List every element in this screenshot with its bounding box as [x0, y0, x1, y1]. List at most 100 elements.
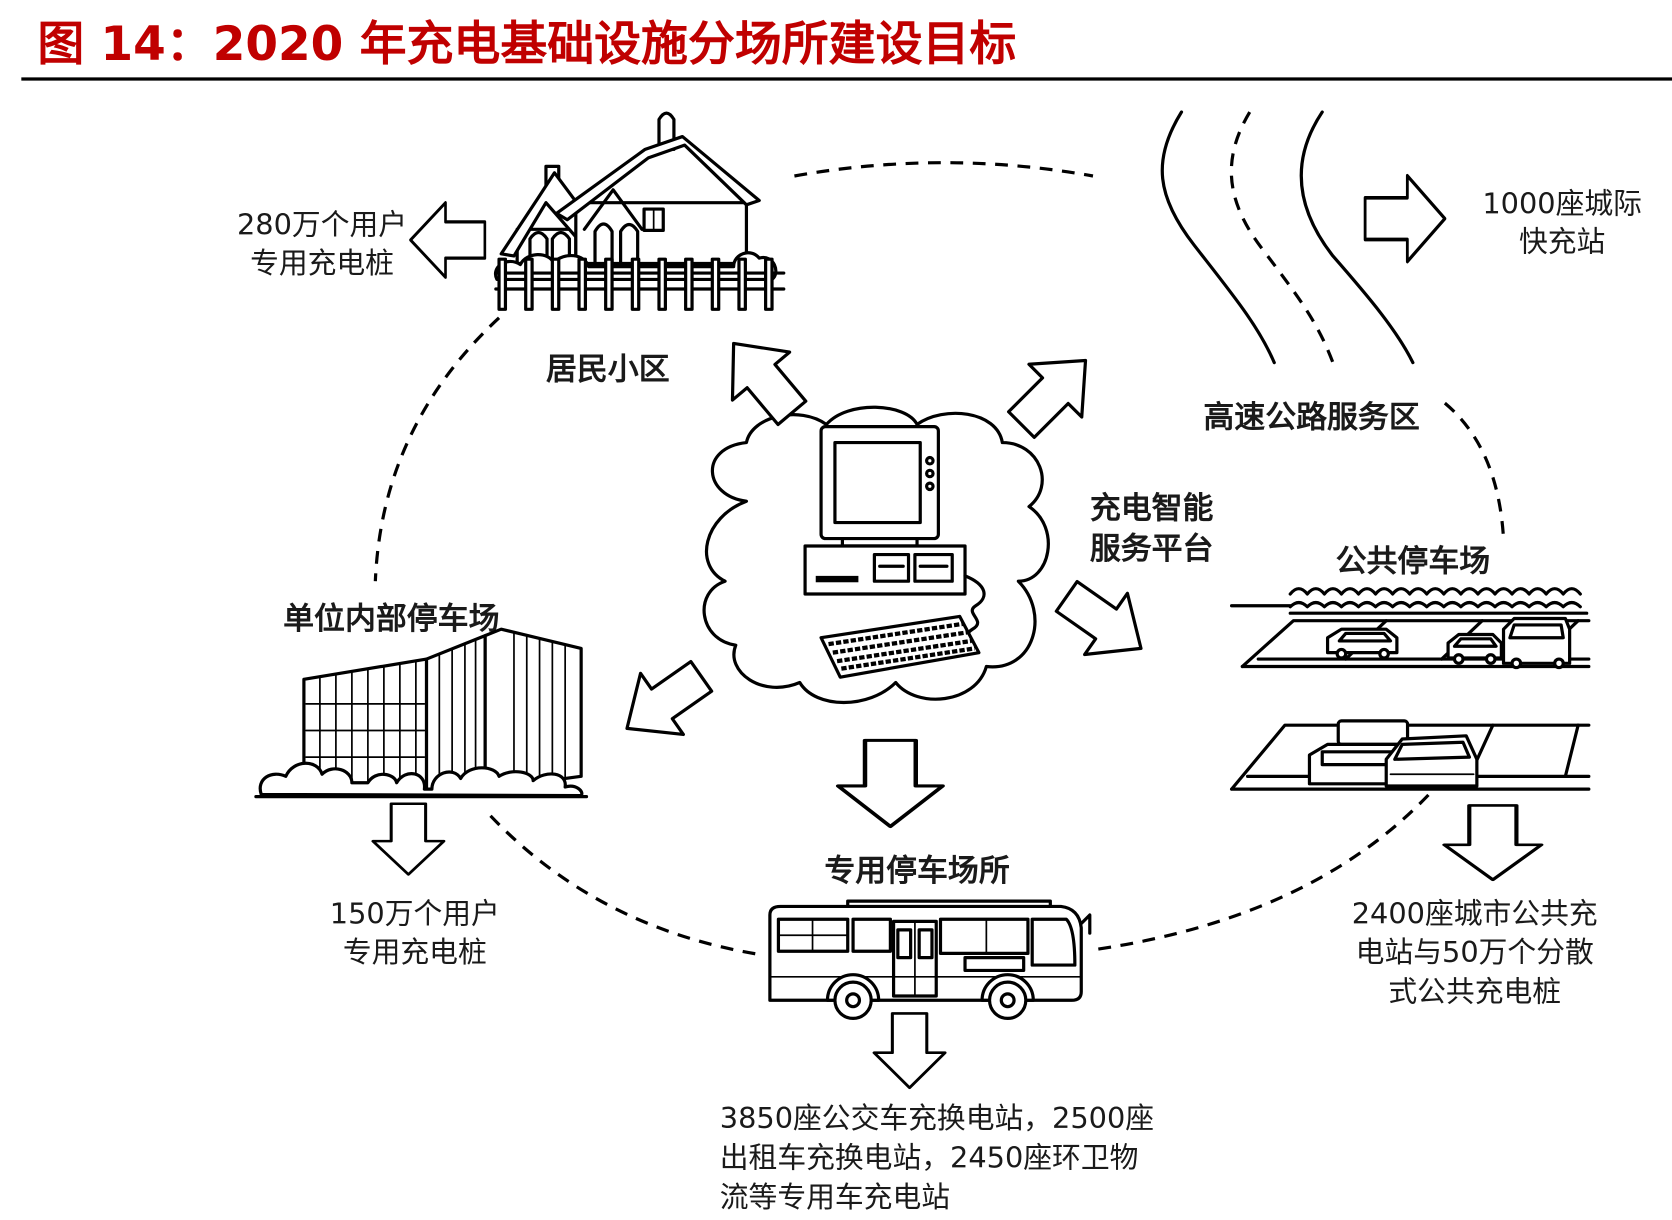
building-bushes [258, 761, 584, 798]
road-edge-right [1299, 110, 1415, 365]
bus-window [851, 917, 892, 953]
highway-stat-line: 1000座城际 [1482, 186, 1642, 220]
house-window-arched [619, 222, 640, 266]
car-roof [1336, 719, 1410, 746]
keyboard-body [819, 614, 981, 679]
monitor-button [925, 481, 935, 492]
highway-label: 高速公路服务区 [1203, 400, 1419, 436]
workplace-stat-arrow [371, 802, 446, 876]
car-wheel [1484, 653, 1497, 665]
building-window-lines [305, 631, 567, 788]
keyboard-key-row [841, 646, 975, 671]
lot-hedge-top [1288, 587, 1582, 596]
fence-post [630, 257, 641, 311]
fence-post [604, 257, 614, 311]
arrow-to-dedicated [835, 738, 945, 828]
van-wheel [1510, 657, 1523, 670]
parking-lot-upper [1230, 587, 1591, 670]
lot-hedge-bottom [1288, 600, 1582, 609]
car-wheel [1452, 653, 1465, 665]
dedicated-stat-line: 出租车充换电站，2450座环卫物 [720, 1141, 1139, 1175]
dashed-arc-bottom-left [489, 814, 760, 957]
fence-post [684, 257, 694, 311]
bus-wheel-hub [845, 992, 862, 1009]
van-window [1508, 623, 1565, 640]
highway-stat-arrow [1363, 173, 1447, 264]
dashed-arc-top [794, 161, 1094, 178]
van [1501, 616, 1572, 670]
highway-stat-line: 快充站 [1519, 225, 1605, 259]
dashed-arc-bottom-right [1098, 793, 1431, 951]
fence-post [524, 257, 534, 311]
fence-post [737, 257, 747, 311]
parking-lot-icon [1230, 587, 1591, 791]
house-front-gable [582, 188, 644, 231]
road-edge-left [1160, 110, 1276, 365]
monitor-button [925, 455, 935, 466]
center-label-line: 充电智能 [1090, 490, 1214, 526]
house-window-arched [593, 222, 614, 266]
monitor-button [925, 468, 935, 479]
car [1384, 734, 1479, 788]
workplace-label: 单位内部停车场 [283, 601, 499, 637]
bus-wheel-hub [999, 992, 1016, 1009]
workplace-stat-line: 150万个用户 [330, 897, 500, 931]
public-stat-line: 式公共充电桩 [1388, 974, 1561, 1008]
public-label: 公共停车场 [1336, 544, 1491, 580]
car [1446, 632, 1503, 665]
residential-stat-line: 280万个用户 [237, 208, 407, 242]
car-window [1337, 631, 1393, 643]
power-strip [815, 575, 859, 583]
public-stat-arrow [1442, 804, 1544, 882]
fence-post [577, 257, 588, 311]
computer-monitor [819, 424, 940, 548]
residential-label: 居民小区 [546, 352, 670, 388]
arrow-to-workplace [625, 659, 714, 737]
public-stat-line: 2400座城市公共充 [1352, 897, 1598, 931]
car-window [1452, 637, 1498, 648]
computer-case [803, 544, 967, 596]
dedicated-stat-arrow [872, 1012, 947, 1090]
dedicated-stat-line: 3850座公交车充换电站，2500座 [720, 1101, 1154, 1135]
dashed-arc-left [373, 316, 501, 582]
office-buildings-icon [254, 627, 589, 799]
fence-post [764, 257, 774, 311]
residential-stat-arrow [409, 201, 487, 279]
fence-post [710, 257, 721, 311]
bus-mirror [1079, 913, 1092, 935]
bus-door-glass [917, 928, 934, 960]
car-wheel [1335, 647, 1348, 660]
fence-post [497, 257, 508, 311]
keyboard-key-row [828, 621, 964, 647]
road-center-line [1229, 111, 1335, 364]
workplace-stat-line: 专用充电桩 [343, 935, 487, 969]
bus-window [938, 917, 1030, 955]
public-stat-line: 电站与50万个分散 [1356, 935, 1594, 969]
car-window [1393, 740, 1471, 761]
bus-windshield [1030, 917, 1077, 967]
monitor-screen [833, 440, 922, 525]
car [1325, 627, 1399, 660]
parking-lot-lower [1230, 719, 1591, 791]
keyboard-key-row [832, 630, 968, 655]
bus-icon [768, 899, 1092, 1021]
dashed-arc-right [1443, 401, 1506, 539]
bus-door-glass [896, 928, 913, 960]
keyboard-key-row [836, 638, 972, 664]
fence-post [550, 257, 561, 311]
house-main-roof [555, 134, 761, 222]
arrow-to-highway [1007, 358, 1088, 439]
center-label-line: 服务平台 [1090, 531, 1214, 567]
car-wheel [1378, 647, 1390, 660]
arrow-to-residential [730, 341, 808, 427]
house-fence [494, 257, 786, 311]
residential-stat-line: 专用充电桩 [250, 246, 394, 280]
house-icon [493, 111, 786, 311]
building-right [483, 627, 583, 789]
arrow-to-public-parking [1054, 579, 1143, 657]
cloud-computer-icon [702, 405, 1050, 705]
dedicated-label: 专用停车场所 [824, 853, 1010, 889]
highway-road-icon [1160, 110, 1415, 365]
van-wheel [1553, 657, 1565, 670]
